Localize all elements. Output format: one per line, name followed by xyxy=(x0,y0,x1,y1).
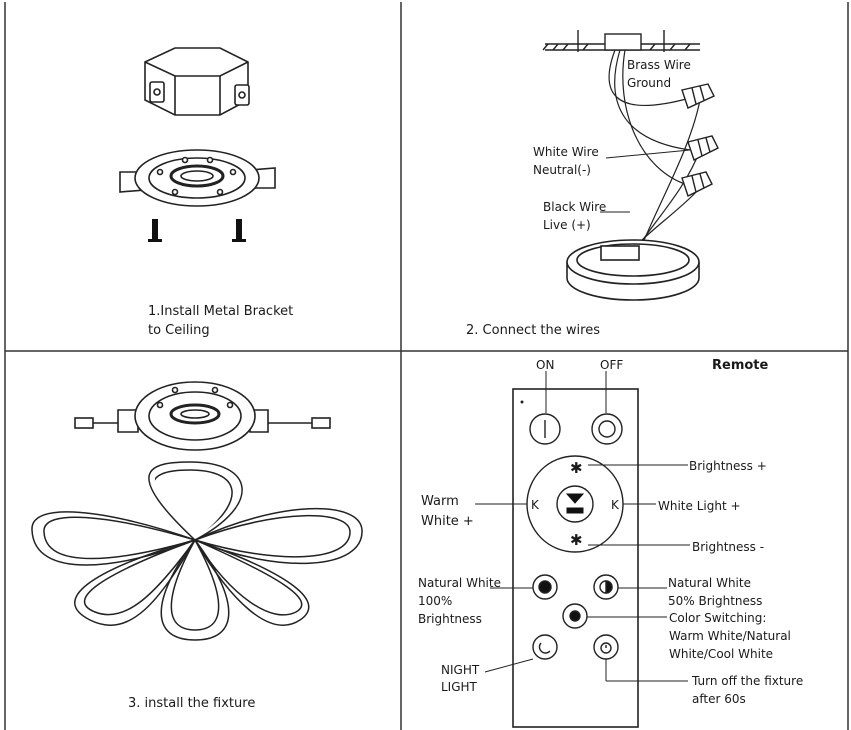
label-white-wire: White Wire xyxy=(533,145,599,159)
label-brightness-down: Brightness - xyxy=(692,540,764,554)
panel-remote: Remote ON OFF ✱ ✱ K K xyxy=(418,358,803,728)
label-ground: Ground xyxy=(627,76,671,90)
brightness-up-icon[interactable]: ✱ xyxy=(570,459,583,477)
label-color-line2: Warm White/Natural xyxy=(669,629,791,643)
color-switch-button[interactable] xyxy=(562,603,588,629)
label-natural-50-line1: Natural White xyxy=(668,576,751,590)
label-natural-50-line2: 50% Brightness xyxy=(668,594,762,608)
loop-fixture xyxy=(31,457,363,641)
white-light-key[interactable]: K xyxy=(611,498,620,512)
warm-white-key[interactable]: K xyxy=(531,498,540,512)
remote-body xyxy=(512,388,639,728)
ceiling xyxy=(542,30,700,52)
label-natural-100-line2: 100% xyxy=(418,594,452,608)
label-color-switching: Color Switching: xyxy=(669,611,766,625)
timer-off-button[interactable] xyxy=(593,634,619,660)
natural-100-button[interactable] xyxy=(532,574,558,600)
fixture-base xyxy=(566,239,700,301)
panel-connect-wires: Brass Wire Ground White Wire Neutral(-) … xyxy=(466,30,719,338)
metal-bracket xyxy=(119,149,276,207)
label-turn-off-line2: after 60s xyxy=(692,692,746,706)
label-turn-off-line1: Turn off the fixture xyxy=(691,674,803,688)
label-on: ON xyxy=(536,358,554,372)
on-button[interactable] xyxy=(529,413,561,445)
label-warm-white: White + xyxy=(421,514,474,529)
label-brass-wire: Brass Wire xyxy=(627,58,691,72)
panel-grid xyxy=(4,2,849,730)
caption-step1-line2: to Ceiling xyxy=(148,323,210,338)
label-neutral: Neutral(-) xyxy=(533,163,591,177)
panel-install-fixture: 3. install the fixture xyxy=(31,381,363,711)
screw-icon xyxy=(148,219,246,242)
remote-title: Remote xyxy=(712,358,769,373)
panel-install-bracket: 1.Install Metal Bracket to Ceiling xyxy=(119,47,293,338)
brightness-down-icon[interactable]: ✱ xyxy=(570,531,583,549)
label-night: NIGHT xyxy=(441,663,480,677)
label-light: LIGHT xyxy=(441,680,478,694)
label-brightness-up: Brightness + xyxy=(689,459,767,473)
label-color-line3: White/Cool White xyxy=(669,647,773,661)
remote-leader-lines xyxy=(475,464,690,682)
label-black-wire: Black Wire xyxy=(543,200,606,214)
bracket-side-view xyxy=(74,381,331,451)
caption-step3: 3. install the fixture xyxy=(128,696,255,711)
natural-50-button[interactable] xyxy=(593,574,619,600)
dpad xyxy=(526,455,624,553)
junction-box xyxy=(144,47,250,116)
off-button[interactable] xyxy=(591,413,623,445)
label-natural-100-line3: Brightness xyxy=(418,612,482,626)
leader-lines xyxy=(600,149,691,213)
label-natural-100-line1: Natural White xyxy=(418,576,501,590)
label-live: Live (+) xyxy=(543,218,591,232)
night-light-button[interactable] xyxy=(532,634,558,660)
label-warm: Warm xyxy=(421,494,459,509)
caption-step1-line1: 1.Install Metal Bracket xyxy=(148,304,293,319)
label-white-light: White Light + xyxy=(658,499,741,513)
caption-step2: 2. Connect the wires xyxy=(466,323,600,338)
dpad-center-icon[interactable] xyxy=(565,493,585,514)
label-off: OFF xyxy=(600,358,623,372)
wires xyxy=(608,49,701,251)
wire-nut-icon xyxy=(681,83,719,197)
